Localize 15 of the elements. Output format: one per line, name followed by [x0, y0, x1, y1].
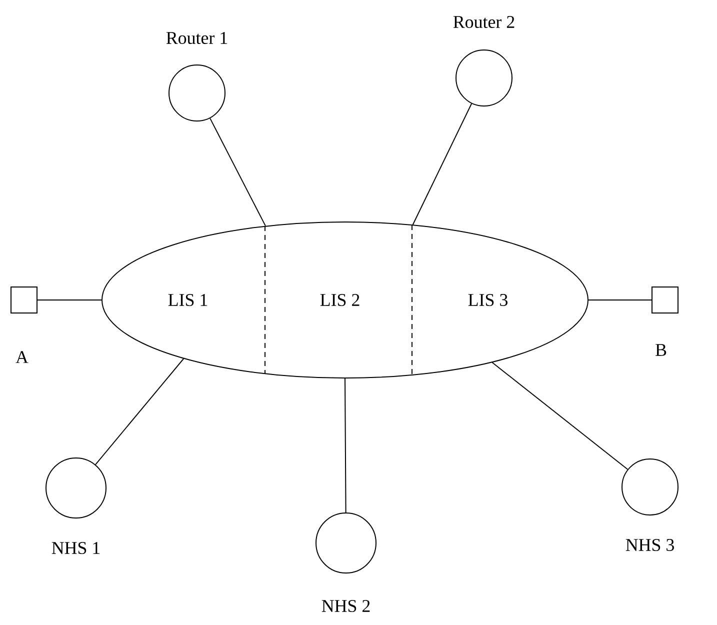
connector-line	[412, 103, 472, 226]
segment-label: LIS 2	[320, 294, 360, 306]
segment-label: LIS 1	[168, 294, 208, 306]
node-label: Router 2	[453, 16, 514, 28]
node-label: NHS 1	[52, 542, 100, 554]
connector-line	[95, 358, 184, 466]
node-label: NHS 2	[322, 600, 370, 612]
node-label: B	[656, 344, 666, 356]
node-label: Router 1	[166, 32, 228, 44]
connector-line	[344, 378, 346, 513]
connector-line	[210, 118, 266, 226]
segment-label: LIS 3	[468, 294, 508, 306]
node-label: A	[16, 351, 28, 363]
node-label: NHS 3	[626, 538, 674, 552]
connector-line	[492, 362, 628, 470]
